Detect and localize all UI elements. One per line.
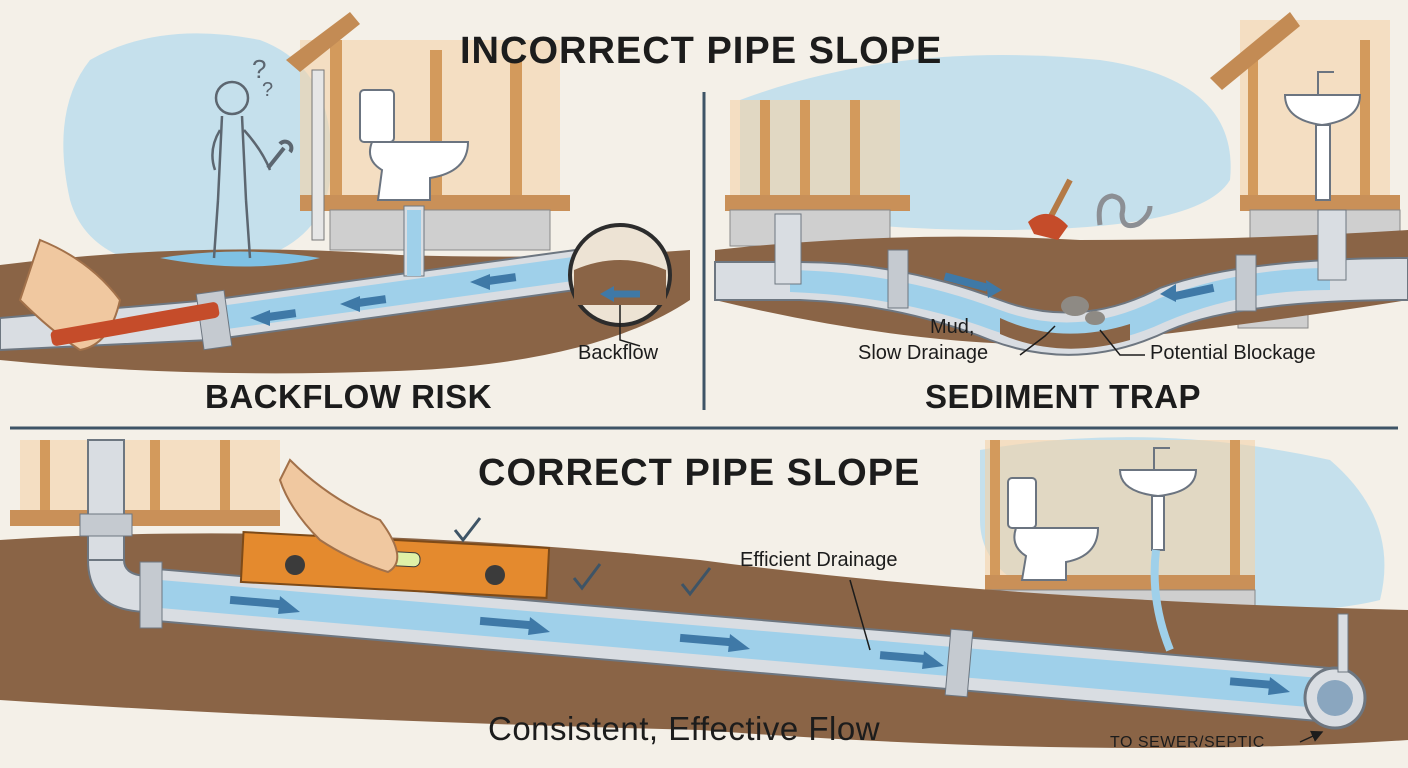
mud-leader xyxy=(1019,325,1056,356)
drain-snake-icon xyxy=(1096,193,1153,229)
sagging-pipe xyxy=(714,209,1408,356)
toilet-icon xyxy=(359,89,470,201)
blockage-callout: Potential Blockage xyxy=(1150,342,1316,364)
sewer-outlet-label: TO SEWER/SEPTIC xyxy=(1110,734,1265,751)
toilet-icon xyxy=(1007,477,1100,581)
puddle xyxy=(160,251,320,267)
plunger-icon xyxy=(1028,178,1073,240)
house-frame-bottom-left xyxy=(10,440,280,526)
wrench-icon xyxy=(266,139,294,170)
flow-arrow-icon xyxy=(229,595,1290,695)
sink-icon xyxy=(1118,447,1198,551)
checkmark-icon xyxy=(453,517,482,543)
backflow-caption: BACKFLOW RISK xyxy=(205,378,492,415)
correct-title: CORRECT PIPE SLOPE xyxy=(478,452,921,494)
checkmark-icon xyxy=(572,563,602,591)
svg-text:?: ? xyxy=(252,54,266,84)
drainage-callout: Efficient Drainage xyxy=(740,549,898,571)
confused-person-icon: ? ? xyxy=(211,54,273,259)
sink-icon xyxy=(1283,71,1362,201)
svg-text:?: ? xyxy=(262,79,273,101)
mud-callout-line2: Slow Drainage xyxy=(858,342,989,364)
backflow-panel: ? ? xyxy=(0,12,690,374)
incorrect-title: INCORRECT PIPE SLOPE xyxy=(460,30,943,72)
sediment-caption: SEDIMENT TRAP xyxy=(925,378,1202,415)
flow-arrow-icon xyxy=(250,273,517,326)
correct-panel xyxy=(0,437,1408,748)
foundation-left xyxy=(329,209,551,251)
checkmark-icon xyxy=(680,567,712,597)
flow-arrow-icon xyxy=(943,272,1215,302)
sky-wash-left xyxy=(63,33,332,271)
flow-caption: Consistent, Effective Flow xyxy=(488,710,881,747)
backflow-magnifier xyxy=(568,223,672,347)
backflow-callout: Backflow xyxy=(578,342,659,364)
vertical-stack-pipe xyxy=(79,439,151,614)
hand-on-level xyxy=(278,458,399,574)
drainage-leader xyxy=(849,579,871,651)
blockage-leader xyxy=(1099,329,1145,356)
sewer-leader xyxy=(1299,730,1324,743)
house-frame-left xyxy=(286,12,570,241)
sediment-panel xyxy=(714,12,1408,356)
pipe-wrench-icon xyxy=(18,238,220,352)
mud-callout-line1: Mud, xyxy=(930,316,975,338)
